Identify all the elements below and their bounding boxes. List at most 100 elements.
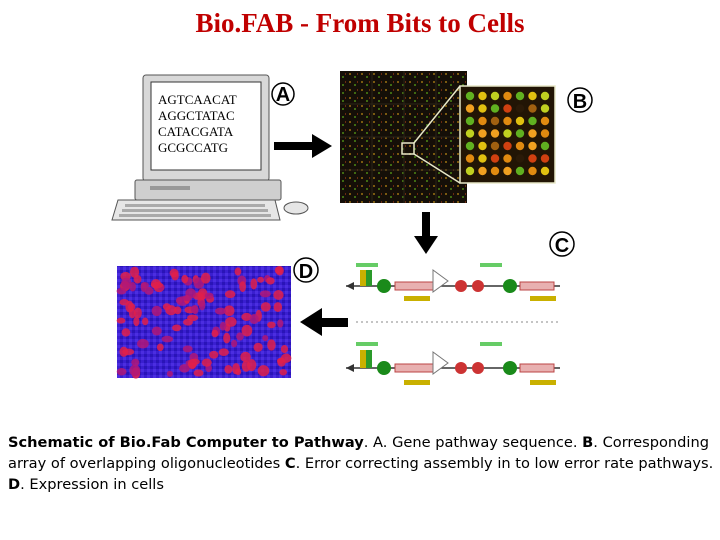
cell [129, 266, 140, 278]
cell [161, 335, 174, 343]
array-spot [503, 141, 512, 151]
array-spot [515, 104, 525, 113]
cell [214, 307, 226, 315]
cell [280, 353, 292, 363]
cell [122, 348, 135, 356]
cell [151, 305, 162, 317]
caption-label-d: D [8, 476, 21, 493]
array-spot [515, 116, 525, 126]
array-spot [490, 91, 500, 101]
cell [241, 360, 251, 372]
cell [250, 278, 258, 290]
cell [119, 299, 130, 306]
array-spot [515, 166, 525, 176]
array-spot [540, 166, 550, 176]
array-spot [515, 141, 525, 151]
figure-caption: Schematic of Bio.Fab Computer to Pathway… [8, 432, 716, 495]
caption-text: . Error correcting assembly in to low er… [295, 455, 714, 472]
cell [231, 339, 238, 348]
cells-image [116, 265, 292, 379]
cell [204, 292, 214, 299]
cell [151, 326, 162, 336]
array-spot [503, 154, 512, 163]
cell [165, 305, 177, 316]
cell [253, 342, 263, 352]
assembly-pathway-top [346, 263, 560, 301]
array-spot [515, 91, 525, 101]
array-spot [490, 116, 500, 126]
assembly-pathway-bottom [346, 342, 560, 385]
sequence-line: CATACGATA [158, 124, 234, 139]
array-spot [465, 154, 475, 163]
array-spot [465, 116, 475, 126]
cell [188, 362, 196, 370]
cell [133, 316, 140, 327]
array-spot [503, 104, 512, 113]
label-d: D [299, 261, 313, 283]
array-spot [540, 154, 550, 163]
cell [259, 290, 271, 298]
cell [240, 351, 251, 362]
array-spot [478, 166, 487, 176]
caption-title: Schematic of Bio.Fab Computer to Pathway [8, 434, 364, 451]
cell [280, 345, 289, 354]
label-b: B [573, 91, 587, 113]
array-spot [478, 91, 487, 101]
cell [166, 370, 173, 377]
cell [144, 286, 154, 295]
array-spot [528, 129, 537, 138]
cell [140, 281, 149, 289]
array-spot [490, 104, 500, 113]
cell [193, 369, 204, 377]
cell [142, 317, 149, 326]
caption-text: . Expression in cells [20, 476, 164, 493]
cell [274, 266, 283, 275]
array-spot [465, 141, 475, 151]
cell [224, 305, 235, 317]
cell [175, 297, 183, 304]
array-spot [465, 166, 475, 176]
caption-text: . A [363, 434, 383, 451]
array-spot [478, 141, 487, 151]
cell [273, 302, 283, 313]
cell [179, 364, 190, 373]
cell [173, 306, 182, 315]
cell [241, 324, 253, 337]
cell [239, 281, 247, 293]
cell [116, 317, 126, 324]
cell [182, 345, 193, 353]
array-spot [528, 141, 537, 151]
cell [257, 276, 265, 283]
label-d-circle [293, 257, 319, 283]
caption-text: . Corresponding array of overlapping oli… [8, 434, 709, 472]
sequence-line: AGGCTATAC [158, 108, 235, 123]
array-spot [478, 154, 487, 163]
array-spot [528, 166, 537, 176]
label-c: C [555, 235, 569, 257]
array-spot [540, 129, 550, 138]
cell [121, 277, 132, 289]
cell [267, 339, 276, 351]
cell [224, 290, 236, 299]
cell [273, 290, 284, 300]
array-spots [465, 91, 550, 176]
cell [172, 324, 182, 332]
array-spot [503, 91, 512, 101]
label-c-circle [549, 231, 575, 257]
array-spot [503, 129, 512, 138]
cell [218, 348, 229, 357]
cell [267, 321, 276, 329]
cell [249, 313, 259, 325]
cell [133, 274, 142, 284]
cell [198, 300, 206, 311]
array-spot [478, 116, 487, 126]
cell [223, 332, 231, 344]
array-spot [478, 104, 487, 113]
array-spot [540, 116, 550, 126]
cell [200, 272, 211, 284]
cell [129, 308, 136, 319]
cell [225, 316, 237, 327]
array-spot [465, 91, 475, 101]
cell [234, 267, 242, 276]
array-spot [490, 166, 500, 176]
